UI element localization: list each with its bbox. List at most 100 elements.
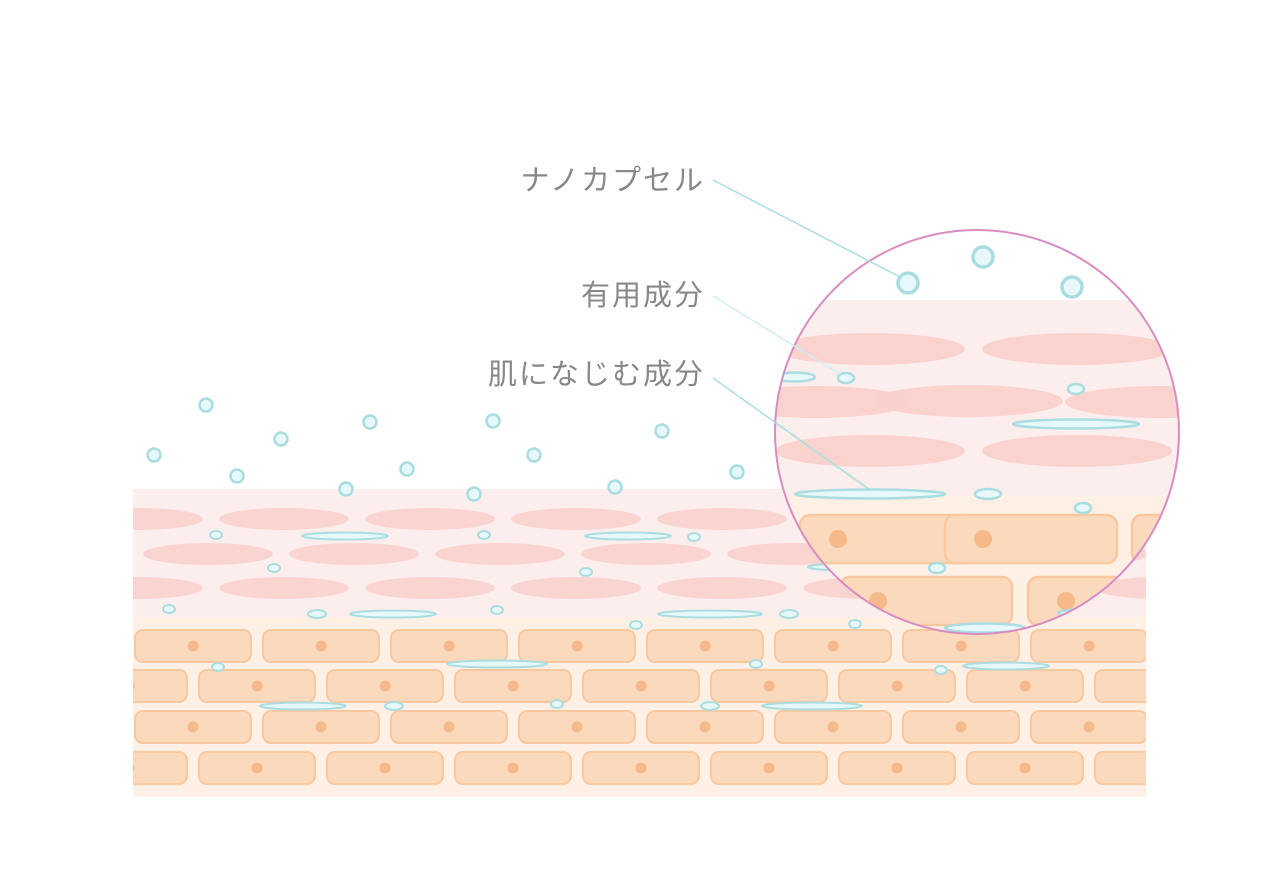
ingredient-film: [259, 701, 347, 711]
surface-capsules: [146, 397, 745, 502]
nanocapsule: [229, 468, 245, 484]
stratum-corneum-cell: [219, 577, 349, 599]
nanocapsule: [273, 431, 289, 447]
magnified-view: [774, 229, 1180, 635]
ingredient-film: [775, 371, 817, 383]
nanocapsule: [267, 563, 281, 573]
nanocapsule-large: [896, 271, 920, 295]
ingredient-film: [657, 609, 763, 619]
epidermis-cell: [133, 751, 188, 785]
cell-nucleus: [1083, 640, 1095, 652]
stratum-corneum-cell: [581, 543, 711, 565]
cell-nucleus: [507, 762, 519, 774]
nanocapsule: [836, 371, 856, 385]
cell-nucleus: [443, 640, 455, 652]
cell-nucleus: [187, 640, 199, 652]
nanocapsule: [146, 447, 162, 463]
label-active-ingredient: 有用成分: [581, 278, 705, 312]
nanocapsule: [490, 605, 504, 615]
nanocapsule: [934, 665, 948, 675]
cell-nucleus: [1019, 680, 1031, 692]
cell-nucleus: [1148, 763, 1159, 774]
nanocapsule: [579, 567, 593, 577]
magnifier-ring: [774, 229, 1180, 635]
nanocapsule: [927, 561, 947, 575]
cell-nucleus: [315, 721, 327, 733]
cell-nucleus: [699, 640, 711, 652]
nanocapsule: [477, 530, 491, 540]
magnified-nucleus: [1057, 592, 1075, 610]
stratum-corneum-cell: [365, 577, 495, 599]
nanocapsule: [466, 486, 482, 502]
epidermis-cell: [1094, 669, 1146, 703]
leader-line-active-ingredient: [712, 295, 841, 375]
stratum-corneum-cell: [133, 508, 203, 530]
cell-nucleus: [763, 680, 775, 692]
nanocapsule: [700, 701, 720, 711]
stratum-corneum-cell: [219, 508, 349, 530]
cell-nucleus: [133, 764, 135, 772]
magnified-stratum-cell: [775, 386, 910, 418]
ingredient-film: [301, 531, 389, 541]
cell-nucleus: [763, 762, 775, 774]
cell-nucleus: [635, 762, 647, 774]
cell-nucleus: [955, 640, 967, 652]
magnified-stratum-cell: [982, 333, 1172, 365]
nanocapsule: [629, 620, 643, 630]
stratum-corneum-cell: [365, 508, 495, 530]
magnified-nucleus: [1161, 530, 1179, 548]
nanocapsule: [848, 619, 862, 629]
nanocapsule: [550, 699, 564, 709]
cell-nucleus: [891, 762, 903, 774]
nanocapsule: [526, 447, 542, 463]
nanocapsule: [1066, 382, 1086, 396]
cell-nucleus: [1148, 681, 1159, 692]
labels: ナノカプセル 有用成分 肌になじむ成分: [488, 163, 705, 391]
cell-nucleus: [251, 680, 263, 692]
label-nanocapsule: ナノカプセル: [520, 163, 705, 197]
cell-nucleus: [827, 721, 839, 733]
ingredient-film: [349, 609, 437, 619]
nanocapsule: [973, 487, 1003, 501]
magnified-stratum-cell: [873, 385, 1063, 417]
magnified-stratum-cell: [775, 435, 965, 467]
magnified-stratum-cell: [1065, 386, 1179, 418]
cell-nucleus: [187, 721, 199, 733]
nanocapsule: [307, 609, 327, 619]
magnified-nucleus: [974, 530, 992, 548]
stratum-corneum-cell: [511, 577, 641, 599]
ingredient-film: [446, 659, 548, 669]
nanocapsule: [485, 413, 501, 429]
stratum-corneum-cell: [511, 508, 641, 530]
magnified-stratum-cell: [982, 435, 1172, 467]
cell-nucleus: [955, 721, 967, 733]
nanocapsule: [779, 609, 799, 619]
nanocapsule: [399, 461, 415, 477]
nanocapsule: [654, 423, 670, 439]
ingredient-film: [793, 488, 947, 500]
magnified-nucleus: [829, 530, 847, 548]
nanocapsule: [209, 530, 223, 540]
leader-lines: [712, 179, 901, 491]
epidermis-cell: [133, 669, 188, 703]
epidermis-cell: [1094, 751, 1146, 785]
nanocapsule-large: [1060, 275, 1084, 299]
cell-nucleus: [891, 680, 903, 692]
nanocapsule: [749, 659, 763, 669]
cell-nucleus: [379, 680, 391, 692]
magnified-epidermis-cell: [1130, 513, 1179, 565]
ingredient-film: [962, 661, 1050, 671]
cell-nucleus: [699, 721, 711, 733]
epidermis-cell: [1159, 630, 1275, 662]
nanocapsule: [338, 481, 354, 497]
cell-nucleus: [507, 680, 519, 692]
stratum-corneum-cell: [435, 543, 565, 565]
ingredient-film: [761, 701, 863, 711]
nanocapsule-large: [971, 245, 995, 269]
label-skin-friendly-ingredient: 肌になじむ成分: [488, 357, 705, 391]
cell-nucleus: [379, 762, 391, 774]
nanocapsule: [687, 532, 701, 542]
cell-nucleus: [1212, 722, 1223, 733]
leader-line-nanocapsule: [712, 179, 901, 278]
